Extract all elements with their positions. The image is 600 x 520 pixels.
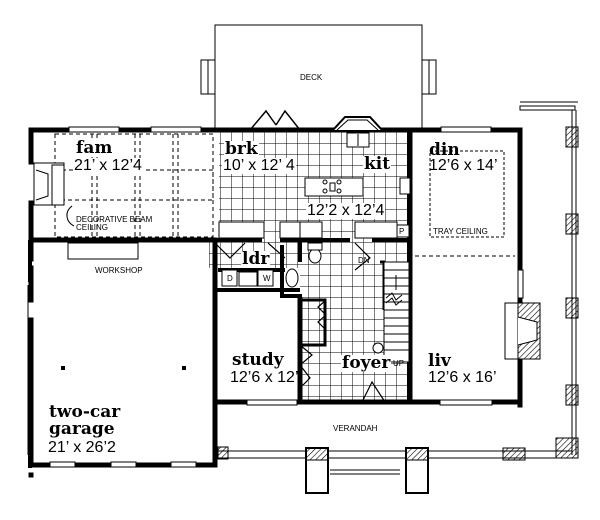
pantry-label: P (399, 227, 405, 236)
bay-window (332, 116, 383, 131)
liv-dims: 12’6 x 16’ (428, 369, 497, 386)
garage-name-1: two-car (49, 402, 121, 422)
deck-label: DECK (300, 73, 323, 82)
fam-fireplace (33, 162, 65, 206)
garage-walls (27, 240, 32, 468)
verandah-label: VERANDAH (333, 424, 378, 433)
washer-label: W (263, 274, 271, 283)
liv-fireplace (504, 302, 541, 360)
workshop-label: WORKSHOP (95, 266, 143, 275)
study-name: study (232, 350, 284, 370)
din-dims: 12’6 x 14’ (429, 157, 498, 174)
beam-note-2: CEILING (76, 223, 109, 232)
door-swings (214, 242, 386, 403)
garage-post (61, 366, 65, 370)
beam-note-1: DECORATIVE BEAM (76, 215, 153, 224)
tray-ceiling-outline (429, 150, 505, 238)
stairs-up-label: UP (393, 359, 405, 368)
stairs-dn-label: DN (358, 256, 370, 265)
beam-arrow-icon (66, 205, 75, 227)
brk-name: brk (224, 139, 259, 159)
fam-name: fam (75, 138, 114, 158)
garage-dims: 21’ x 26’2 (48, 439, 116, 456)
garage-name-2: garage (49, 419, 115, 439)
laundry (221, 242, 323, 288)
kit-name: kit (363, 154, 392, 174)
windows (49, 126, 524, 468)
deck (200, 24, 437, 130)
french-doors (249, 109, 301, 131)
kitchen-counters (218, 132, 411, 239)
liv-name: liv (428, 351, 451, 371)
study-dims: 12’6 x 12’ (230, 369, 299, 386)
din-name: din (429, 140, 460, 160)
workshop-bench (67, 242, 139, 260)
ldr-name: ldr (241, 249, 271, 269)
foyer-name: foyer (341, 353, 392, 373)
fam-dims: 21’ x 12’4 (73, 157, 143, 174)
stairs (372, 261, 410, 363)
kit-dims: 12’2 x 12’4 (306, 202, 386, 219)
garage-post (182, 366, 186, 370)
brk-dims: 10’ x 12’ 4 (222, 157, 296, 174)
dryer-label: D (227, 274, 233, 283)
tray-ceiling-note: TRAY CEILING (433, 227, 488, 236)
verandah (215, 101, 579, 494)
